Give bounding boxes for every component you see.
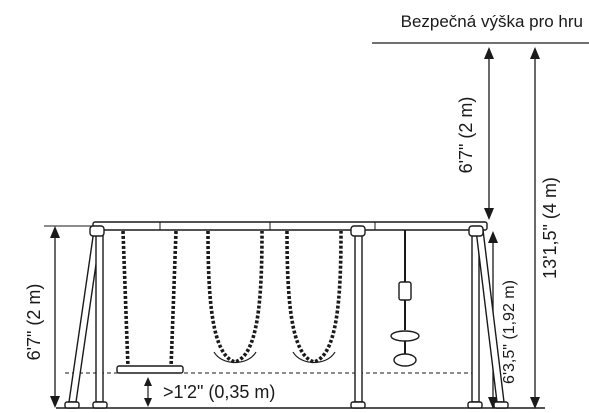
- frame-height-left-label: 6'7" (2 m): [24, 284, 44, 361]
- total-height-label: 13'1,5" (4 m): [540, 177, 560, 279]
- ground-clearance-dimension: [144, 377, 152, 407]
- ground-clearance-label: >1'2" (0,35 m): [163, 382, 275, 402]
- flat-seat-swing: [116, 230, 184, 374]
- frame-height-dimension-left: [50, 226, 60, 408]
- total-height-dimension: [530, 47, 540, 409]
- disc-swing: [390, 230, 420, 367]
- belt-swing-right: [285, 230, 343, 364]
- frame-height-right-label: 6'3,5" (1,92 m): [501, 280, 518, 384]
- clearance-dimension: [484, 47, 494, 220]
- belt-swing-left: [206, 230, 264, 364]
- safe-play-height-label: Bezpečná výška pro hru: [401, 12, 583, 31]
- swing-frame: [64, 221, 509, 409]
- clearance-above-label: 6'7" (2 m): [456, 97, 476, 174]
